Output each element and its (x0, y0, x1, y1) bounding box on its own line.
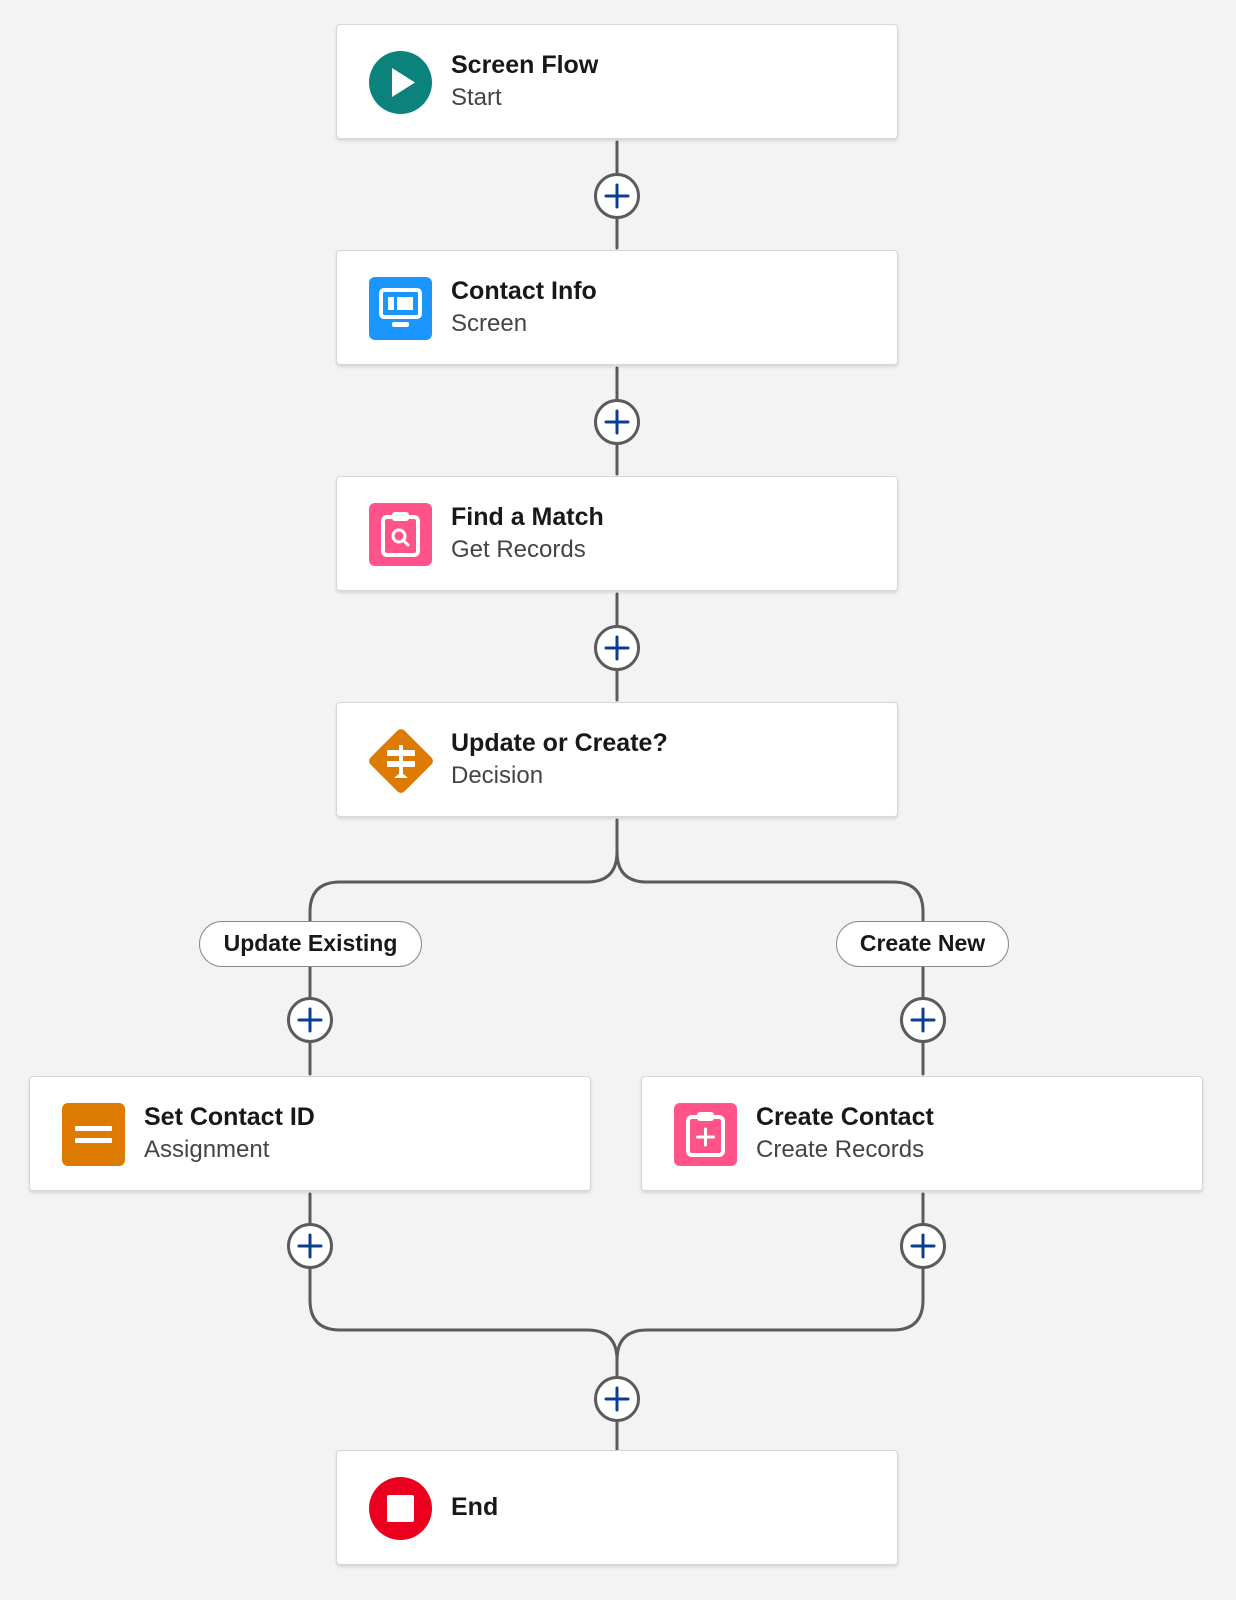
node-find-a-match-get-records[interactable]: Find a Match Get Records (336, 476, 898, 591)
plus-icon (604, 1386, 630, 1412)
plus-icon (910, 1233, 936, 1259)
stop-icon (369, 1477, 432, 1540)
plus-icon (297, 1007, 323, 1033)
node-title: End (451, 1493, 499, 1521)
node-subtitle: Decision (451, 762, 544, 789)
node-create-contact-create-records[interactable]: Create Contact Create Records (641, 1076, 1203, 1191)
node-title: Set Contact ID (144, 1103, 315, 1131)
connector-merge-right (615, 1192, 925, 1362)
node-set-contact-id-assignment[interactable]: Set Contact ID Assignment (29, 1076, 591, 1191)
node-title: Contact Info (451, 277, 597, 305)
plus-icon (910, 1007, 936, 1033)
node-contact-info-screen[interactable]: Contact Info Screen (336, 250, 898, 365)
node-subtitle: Get Records (451, 536, 586, 563)
plus-icon (604, 635, 630, 661)
screen-icon (369, 277, 432, 340)
add-element-button[interactable] (900, 997, 946, 1043)
node-title: Screen Flow (451, 51, 599, 79)
connector-merge-left (308, 1192, 619, 1452)
plus-icon (297, 1233, 323, 1259)
clipboard-search-icon (369, 503, 432, 566)
plus-icon (604, 409, 630, 435)
node-update-or-create-decision[interactable]: Update or Create? Decision (336, 702, 898, 817)
node-end[interactable]: End (336, 1450, 898, 1565)
node-subtitle: Create Records (756, 1136, 925, 1163)
signpost-icon (363, 723, 439, 799)
add-element-button[interactable] (594, 625, 640, 671)
node-subtitle: Assignment (144, 1136, 270, 1163)
node-title: Create Contact (756, 1103, 934, 1131)
node-screen-flow-start[interactable]: Screen Flow Start (336, 24, 898, 139)
connector-decision-branch-right (615, 850, 925, 1076)
plus-icon (604, 183, 630, 209)
branch-label-update-existing[interactable]: Update Existing (199, 921, 422, 967)
play-icon (369, 51, 432, 114)
equals-icon (62, 1103, 125, 1166)
node-subtitle: Screen (451, 310, 528, 337)
branch-label-create-new[interactable]: Create New (836, 921, 1009, 967)
node-title: Update or Create? (451, 729, 668, 757)
connector-decision-branch-left (308, 818, 619, 1076)
clipboard-plus-icon (674, 1103, 737, 1166)
add-element-button[interactable] (594, 173, 640, 219)
node-title: Find a Match (451, 503, 604, 531)
node-subtitle: Start (451, 84, 502, 111)
add-element-button[interactable] (594, 399, 640, 445)
add-element-button[interactable] (287, 1223, 333, 1269)
add-element-button[interactable] (900, 1223, 946, 1269)
add-element-button[interactable] (594, 1376, 640, 1422)
add-element-button[interactable] (287, 997, 333, 1043)
